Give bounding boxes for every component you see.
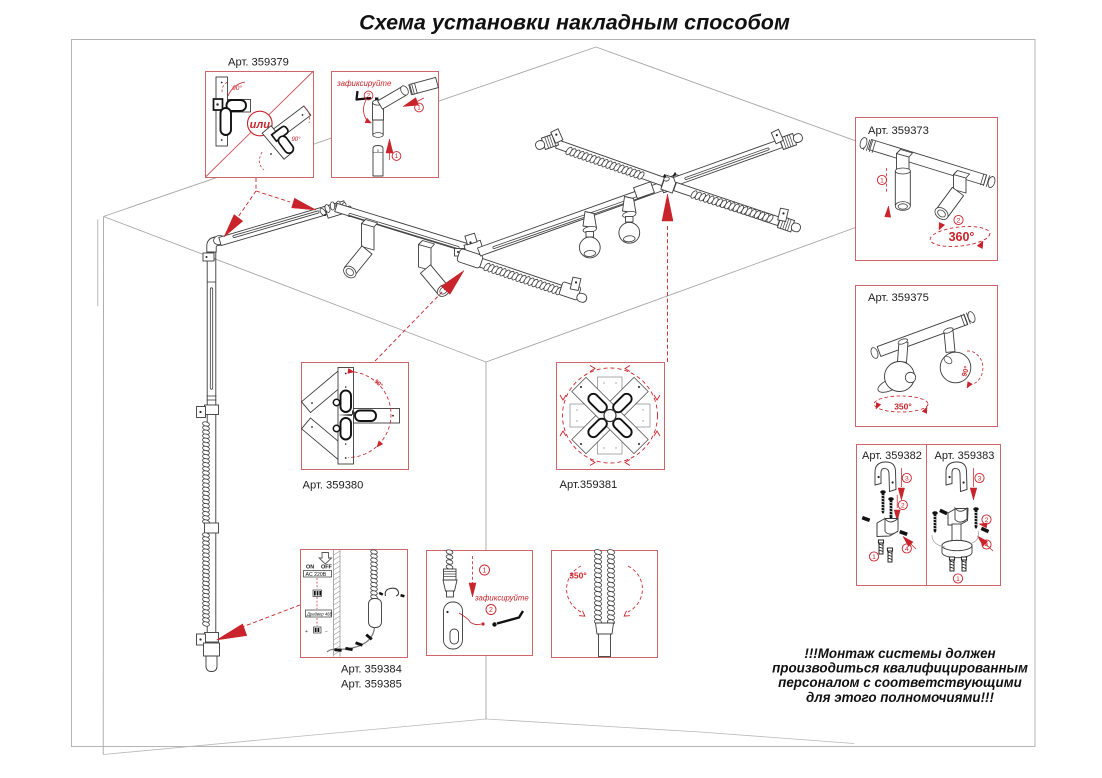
svg-text:+: + — [305, 629, 308, 635]
svg-text:или: или — [250, 119, 271, 131]
svg-text:Арт. 359373: Арт. 359373 — [868, 125, 929, 137]
svg-text:4: 4 — [985, 542, 989, 549]
svg-text:2: 2 — [957, 217, 961, 224]
svg-text:Арт. 359383: Арт. 359383 — [935, 450, 995, 462]
svg-text:производиться квалифицированны: производиться квалифицированным — [772, 661, 1028, 676]
svg-text:Арт. 359384: Арт. 359384 — [341, 664, 402, 676]
svg-text:Арт. 359385: Арт. 359385 — [341, 679, 402, 691]
svg-text:360°: 360° — [949, 230, 975, 244]
svg-text:Арт. 359379: Арт. 359379 — [228, 56, 289, 68]
svg-text:1: 1 — [880, 177, 884, 184]
svg-text:Арт.359381: Арт.359381 — [560, 479, 618, 491]
svg-text:350°: 350° — [569, 571, 587, 581]
svg-text:2: 2 — [367, 93, 371, 100]
svg-text:OFF: OFF — [321, 565, 332, 571]
svg-text:2: 2 — [985, 517, 989, 524]
svg-text:1: 1 — [956, 576, 960, 583]
svg-text:90°: 90° — [291, 137, 301, 143]
svg-text:ON: ON — [306, 565, 314, 571]
svg-text:1: 1 — [872, 554, 876, 561]
svg-text:90°: 90° — [232, 84, 242, 92]
svg-text:90°: 90° — [373, 379, 384, 390]
svg-text:AC 220В: AC 220В — [306, 572, 327, 578]
svg-text:Арт. 359375: Арт. 359375 — [868, 292, 929, 304]
svg-text:3: 3 — [905, 475, 909, 482]
svg-text:90°: 90° — [960, 365, 971, 378]
svg-text:−: − — [325, 629, 328, 635]
svg-text:зафиксируйте: зафиксируйте — [474, 594, 529, 603]
svg-text:Арт. 359382: Арт. 359382 — [862, 450, 922, 462]
svg-text:2: 2 — [489, 607, 493, 614]
svg-text:персоналом с соответствующими: персоналом с соответствующими — [778, 675, 1022, 690]
svg-text:2: 2 — [901, 502, 905, 509]
svg-text:для этого полномочиями!!!: для этого полномочиями!!! — [806, 690, 994, 705]
svg-text:4: 4 — [905, 546, 909, 553]
svg-text:1: 1 — [483, 568, 487, 575]
svg-text:зафиксируйте: зафиксируйте — [336, 79, 392, 88]
svg-text:350°: 350° — [894, 402, 912, 412]
svg-text:1: 1 — [417, 105, 421, 112]
svg-text:!!!Монтаж системы должен: !!!Монтаж системы должен — [804, 646, 995, 661]
svg-text:Арт. 359380: Арт. 359380 — [303, 480, 364, 492]
svg-text:3: 3 — [978, 475, 982, 482]
svg-text:Драйвер 48В: Драйвер 48В — [306, 611, 333, 616]
svg-text:Схема установки накладным спос: Схема установки накладным способом — [359, 11, 790, 35]
svg-text:1: 1 — [395, 153, 399, 160]
